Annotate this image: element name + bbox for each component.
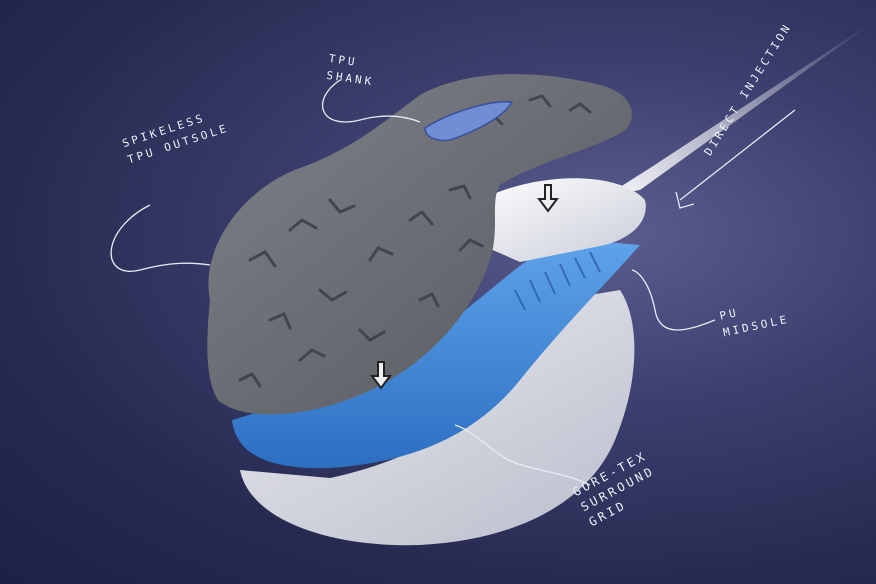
label-tpu-shank: TPU SHANK xyxy=(325,50,377,90)
